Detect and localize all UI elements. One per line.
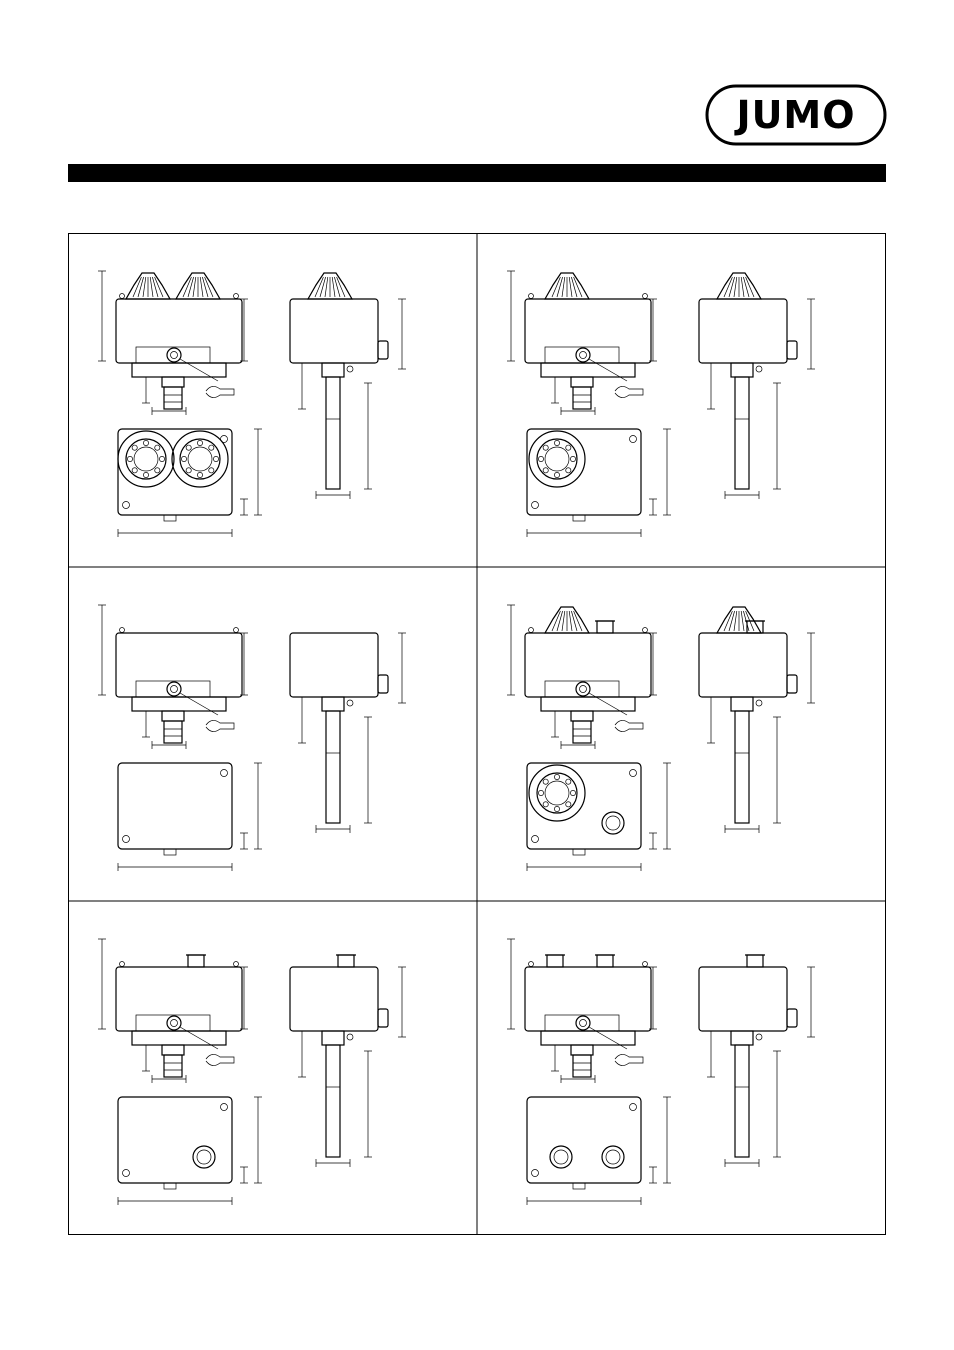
drawing-grid — [68, 233, 886, 1235]
wrench-icon — [615, 386, 643, 397]
plug — [747, 955, 763, 967]
plug-socket — [602, 812, 624, 834]
probe-stem — [735, 711, 749, 823]
side-housing — [290, 633, 378, 697]
probe-stem — [326, 377, 340, 489]
plug — [338, 955, 354, 967]
header-bar — [68, 164, 886, 182]
wrench-icon — [206, 1054, 234, 1065]
plug — [597, 955, 613, 967]
side-housing — [699, 967, 787, 1031]
front-housing — [116, 299, 242, 363]
plan-view — [118, 763, 232, 849]
logo-text: JUMO — [705, 84, 887, 146]
probe-stem — [735, 1045, 749, 1157]
probe-stem — [326, 711, 340, 823]
side-housing — [290, 299, 378, 363]
drawing-panel-6 — [507, 939, 815, 1205]
side-housing — [699, 299, 787, 363]
drawing-panel-5 — [98, 939, 406, 1205]
front-housing — [116, 967, 242, 1031]
drawing-panel-1 — [98, 271, 406, 537]
drawing-panel-2 — [507, 271, 815, 537]
front-housing — [525, 299, 651, 363]
plug-socket — [550, 1146, 572, 1168]
side-housing — [699, 633, 787, 697]
probe-stem — [326, 1045, 340, 1157]
wrench-icon — [206, 386, 234, 397]
plan-view — [527, 1097, 641, 1183]
wrench-icon — [206, 720, 234, 731]
plug-socket — [193, 1146, 215, 1168]
wrench-icon — [615, 720, 643, 731]
plug — [597, 621, 613, 633]
plug — [547, 955, 563, 967]
wrench-icon — [615, 1054, 643, 1065]
plug-socket — [602, 1146, 624, 1168]
probe-stem — [735, 377, 749, 489]
front-housing — [116, 633, 242, 697]
front-housing — [525, 633, 651, 697]
plug — [188, 955, 204, 967]
front-housing — [525, 967, 651, 1031]
drawing-panel-3 — [98, 605, 406, 871]
plan-view — [118, 1097, 232, 1183]
side-housing — [290, 967, 378, 1031]
drawing-panel-4 — [507, 605, 815, 871]
